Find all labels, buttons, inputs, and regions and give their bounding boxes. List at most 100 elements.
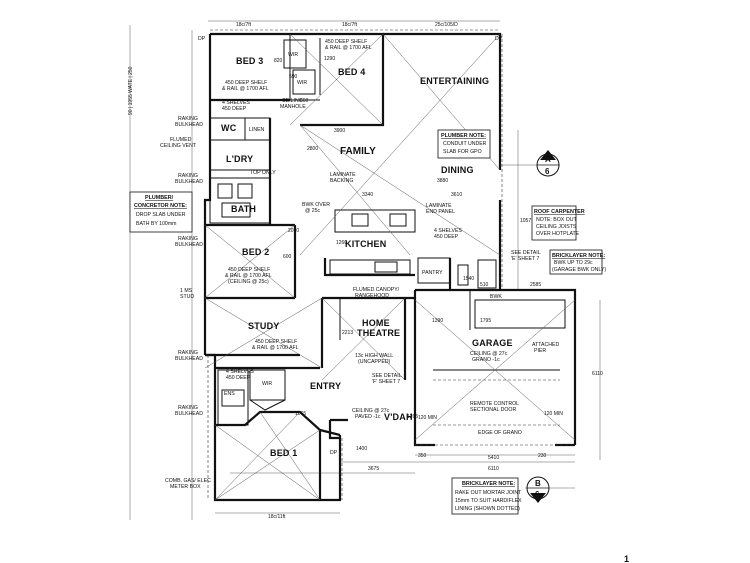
note-bricklayer-bottom: BRICKLAYER NOTE: RAKE OUT MORTAR JOINT 1… xyxy=(451,477,522,515)
svg-text:CEILING JOISTS: CEILING JOISTS xyxy=(536,224,577,230)
svg-text:2070: 2070 xyxy=(288,228,299,234)
svg-text:SLAB FOR GPO: SLAB FOR GPO xyxy=(443,149,482,155)
room-labels: BED 3 BED 4 ENTERTAINING FAMILY DINING K… xyxy=(221,52,513,458)
svg-text:PAVED -1c: PAVED -1c xyxy=(355,414,381,420)
svg-text:(CEILING @ 25c): (CEILING @ 25c) xyxy=(228,279,269,285)
room-bed4: BED 4 xyxy=(338,67,366,77)
room-family: FAMILY xyxy=(340,146,376,157)
svg-text:& RAIL @ 1700 AFL: & RAIL @ 1700 AFL xyxy=(225,273,272,279)
room-vdah: V'DAH xyxy=(384,412,413,422)
svg-text:'E' SHEET 7: 'E' SHEET 7 xyxy=(511,256,540,262)
annotations: 450 DEEP SHELF & RAIL @ 1700 AFL 450 DEE… xyxy=(160,36,559,490)
svg-text:3675: 3675 xyxy=(368,466,379,472)
svg-text:ROOF CARPENTER: ROOF CARPENTER xyxy=(534,209,585,215)
room-home-theatre-1: HOME xyxy=(362,318,390,328)
room-wir-bed1: WIR xyxy=(262,381,272,387)
svg-text:350: 350 xyxy=(418,453,427,459)
svg-text:18c/7ft: 18c/7ft xyxy=(236,22,252,28)
svg-text:18c/11ft: 18c/11ft xyxy=(268,514,286,520)
svg-text:450 DEEP: 450 DEEP xyxy=(222,106,247,112)
svg-text:RAKING: RAKING xyxy=(178,116,198,122)
room-kitchen: KITCHEN xyxy=(345,239,386,249)
svg-text:BACKING: BACKING xyxy=(330,178,353,184)
svg-text:DROP SLAB UNDER: DROP SLAB UNDER xyxy=(136,212,186,218)
svg-text:BULKHEAD: BULKHEAD xyxy=(175,179,203,185)
svg-text:3880: 3880 xyxy=(437,178,448,184)
svg-text:5410: 5410 xyxy=(488,455,499,461)
room-wir-bed4: WIR xyxy=(297,80,307,86)
svg-text:1057: 1057 xyxy=(520,218,531,224)
svg-text:EDGE OF GRANO: EDGE OF GRANO xyxy=(478,430,522,436)
svg-text:RAKING: RAKING xyxy=(178,173,198,179)
svg-text:15mm TO SUIT HARDIFLEX: 15mm TO SUIT HARDIFLEX xyxy=(455,498,522,504)
svg-text:PIER: PIER xyxy=(534,348,546,354)
room-entertaining: ENTERTAINING xyxy=(420,76,489,86)
svg-text:SEE DETAIL: SEE DETAIL xyxy=(372,373,402,379)
svg-text:MANHOLE: MANHOLE xyxy=(280,104,306,110)
svg-text:NOTE: BOX OUT: NOTE: BOX OUT xyxy=(536,217,577,223)
room-bed3: BED 3 xyxy=(236,56,264,66)
svg-text:SECTIONAL DOOR: SECTIONAL DOOR xyxy=(470,407,516,413)
svg-text:BATH BY 100mm: BATH BY 100mm xyxy=(136,221,176,227)
svg-text:CONDUIT UNDER: CONDUIT UNDER xyxy=(443,141,487,147)
svg-text:6110: 6110 xyxy=(488,466,499,472)
svg-text:3900: 3900 xyxy=(334,128,345,134)
svg-text:A: A xyxy=(545,155,551,164)
svg-text:FLUMED CANOPY/: FLUMED CANOPY/ xyxy=(353,287,400,293)
svg-text:BWK UP TO 29c: BWK UP TO 29c xyxy=(554,260,593,266)
svg-text:BULKHEAD: BULKHEAD xyxy=(175,411,203,417)
svg-text:BRICKLAYER NOTE:: BRICKLAYER NOTE: xyxy=(552,253,605,259)
svg-text:6: 6 xyxy=(545,167,550,176)
room-garage: GARAGE xyxy=(472,338,513,348)
dimension-texts: 18c/7ft 18c/7ft 25c/105/D 3900 3340 3610… xyxy=(236,22,603,520)
svg-text:@ 25c: @ 25c xyxy=(305,208,320,214)
svg-text:(UNCAPPED): (UNCAPPED) xyxy=(358,359,391,365)
svg-text:BWK: BWK xyxy=(490,294,502,300)
room-wc: WC xyxy=(221,123,237,133)
svg-text:BWK OVER: BWK OVER xyxy=(302,202,330,208)
room-home-theatre-2: THEATRE xyxy=(357,328,400,338)
svg-text:RAKING: RAKING xyxy=(178,350,198,356)
svg-text:'F' SHEET 7: 'F' SHEET 7 xyxy=(372,379,400,385)
dimension-lines xyxy=(129,20,601,520)
svg-text:230: 230 xyxy=(538,453,547,459)
svg-text:PLUMBER NOTE:: PLUMBER NOTE: xyxy=(441,133,486,139)
svg-text:CEILING @ 27c: CEILING @ 27c xyxy=(352,408,390,414)
left-dimension: 90 | 1955 WATE | 250 xyxy=(128,66,134,115)
svg-text:1260: 1260 xyxy=(336,240,347,246)
svg-text:RAKING: RAKING xyxy=(178,236,198,242)
svg-text:1540: 1540 xyxy=(463,276,474,282)
svg-text:1265: 1265 xyxy=(407,414,418,420)
svg-text:PLUMBER/: PLUMBER/ xyxy=(145,195,174,201)
svg-text:RAKE OUT MORTAR JOINT: RAKE OUT MORTAR JOINT xyxy=(455,490,522,496)
svg-text:FLUMED: FLUMED xyxy=(170,137,192,143)
svg-text:& RAIL @ 1700 AFL: & RAIL @ 1700 AFL xyxy=(325,45,372,51)
ceiling-diagonals xyxy=(204,33,576,501)
svg-text:LINING (SHOWN DOTTED): LINING (SHOWN DOTTED) xyxy=(455,506,520,512)
svg-text:CEILING VENT: CEILING VENT xyxy=(160,143,197,149)
svg-text:1795: 1795 xyxy=(480,318,491,324)
svg-text:4 SHELVES: 4 SHELVES xyxy=(434,228,462,234)
svg-text:SEE DETAIL: SEE DETAIL xyxy=(511,250,541,256)
svg-text:ATTACHED: ATTACHED xyxy=(532,342,559,348)
room-dining: DINING xyxy=(441,165,474,175)
note-plumber-concretor: PLUMBER/ CONCRETOR NOTE: DROP SLAB UNDER… xyxy=(129,191,193,233)
svg-text:120 MIN: 120 MIN xyxy=(418,415,437,421)
svg-text:LAMINATE: LAMINATE xyxy=(426,203,452,209)
svg-text:LAMINATE: LAMINATE xyxy=(330,172,356,178)
svg-text:& RAIL @ 1700 AFL: & RAIL @ 1700 AFL xyxy=(252,345,299,351)
svg-text:450 DEEP: 450 DEEP xyxy=(226,375,251,381)
svg-text:120 MIN: 120 MIN xyxy=(544,411,563,417)
svg-text:450 DEEP: 450 DEEP xyxy=(434,234,459,240)
svg-text:& RAIL @ 1700 AFL: & RAIL @ 1700 AFL xyxy=(222,86,269,92)
svg-text:13c HIGH WALL: 13c HIGH WALL xyxy=(355,353,393,359)
svg-text:STUD: STUD xyxy=(180,294,194,300)
svg-text:REMOTE CONTROL: REMOTE CONTROL xyxy=(470,401,519,407)
note-plumber-conduit: PLUMBER NOTE: CONDUIT UNDER SLAB FOR GPO xyxy=(437,129,491,159)
svg-text:DP: DP xyxy=(198,36,206,42)
svg-text:600: 600 xyxy=(283,254,292,260)
room-ens: ENS xyxy=(224,391,235,397)
svg-text:3340: 3340 xyxy=(362,192,373,198)
page-mark: 1 xyxy=(624,554,629,563)
